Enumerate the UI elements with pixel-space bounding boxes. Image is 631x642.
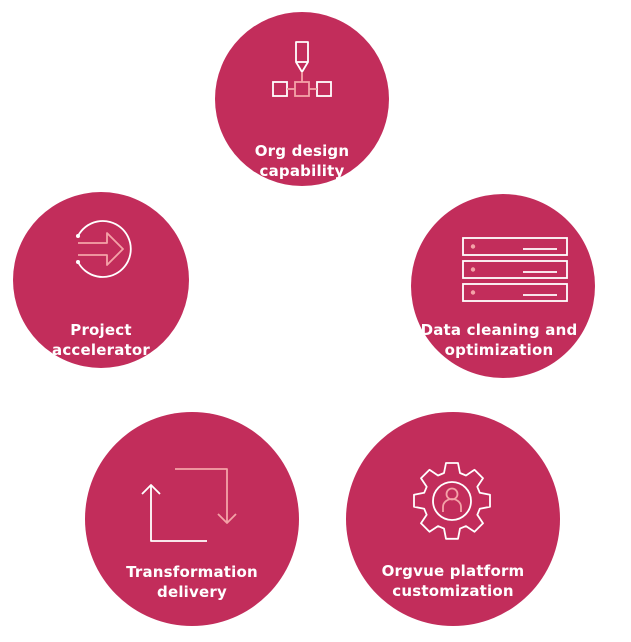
capability-label-line-1: Transformation <box>126 563 258 581</box>
capability-label-line-1: Data cleaning and <box>420 321 578 339</box>
pen-and-org-chart-icon <box>272 41 332 97</box>
cycle-arrows-icon <box>141 468 237 542</box>
capability-label-line-1: Orgvue platform <box>381 562 525 580</box>
server-stack-icon <box>462 237 568 302</box>
capability-label-line-2: delivery <box>157 583 227 601</box>
capability-circle-org-design: Org design capability <box>215 12 389 186</box>
capability-label-line-2: capability <box>259 162 345 180</box>
capability-label: Project accelerator <box>13 320 189 360</box>
gear-with-user-icon <box>413 462 491 540</box>
capability-label-line-1: Project <box>70 321 132 339</box>
capability-label: Transformation delivery <box>85 562 299 602</box>
capability-label-line-1: Org design <box>254 142 350 160</box>
capability-circle-data-cleaning: Data cleaning and optimization <box>411 194 595 378</box>
capability-label-line-2: optimization <box>444 341 554 359</box>
capability-label: Org design capability <box>215 141 389 181</box>
arrow-into-circle-icon <box>76 220 132 278</box>
capability-label-line-2: customization <box>392 582 514 600</box>
capability-label-line-2: accelerator <box>52 341 150 359</box>
capability-label: Data cleaning and optimization <box>407 320 591 360</box>
capability-label: Orgvue platform customization <box>346 561 560 601</box>
capability-circle-platform-customization: Orgvue platform customization <box>346 412 560 626</box>
capability-circle-project-accelerator: Project accelerator <box>13 192 189 368</box>
capability-circle-transformation: Transformation delivery <box>85 412 299 626</box>
